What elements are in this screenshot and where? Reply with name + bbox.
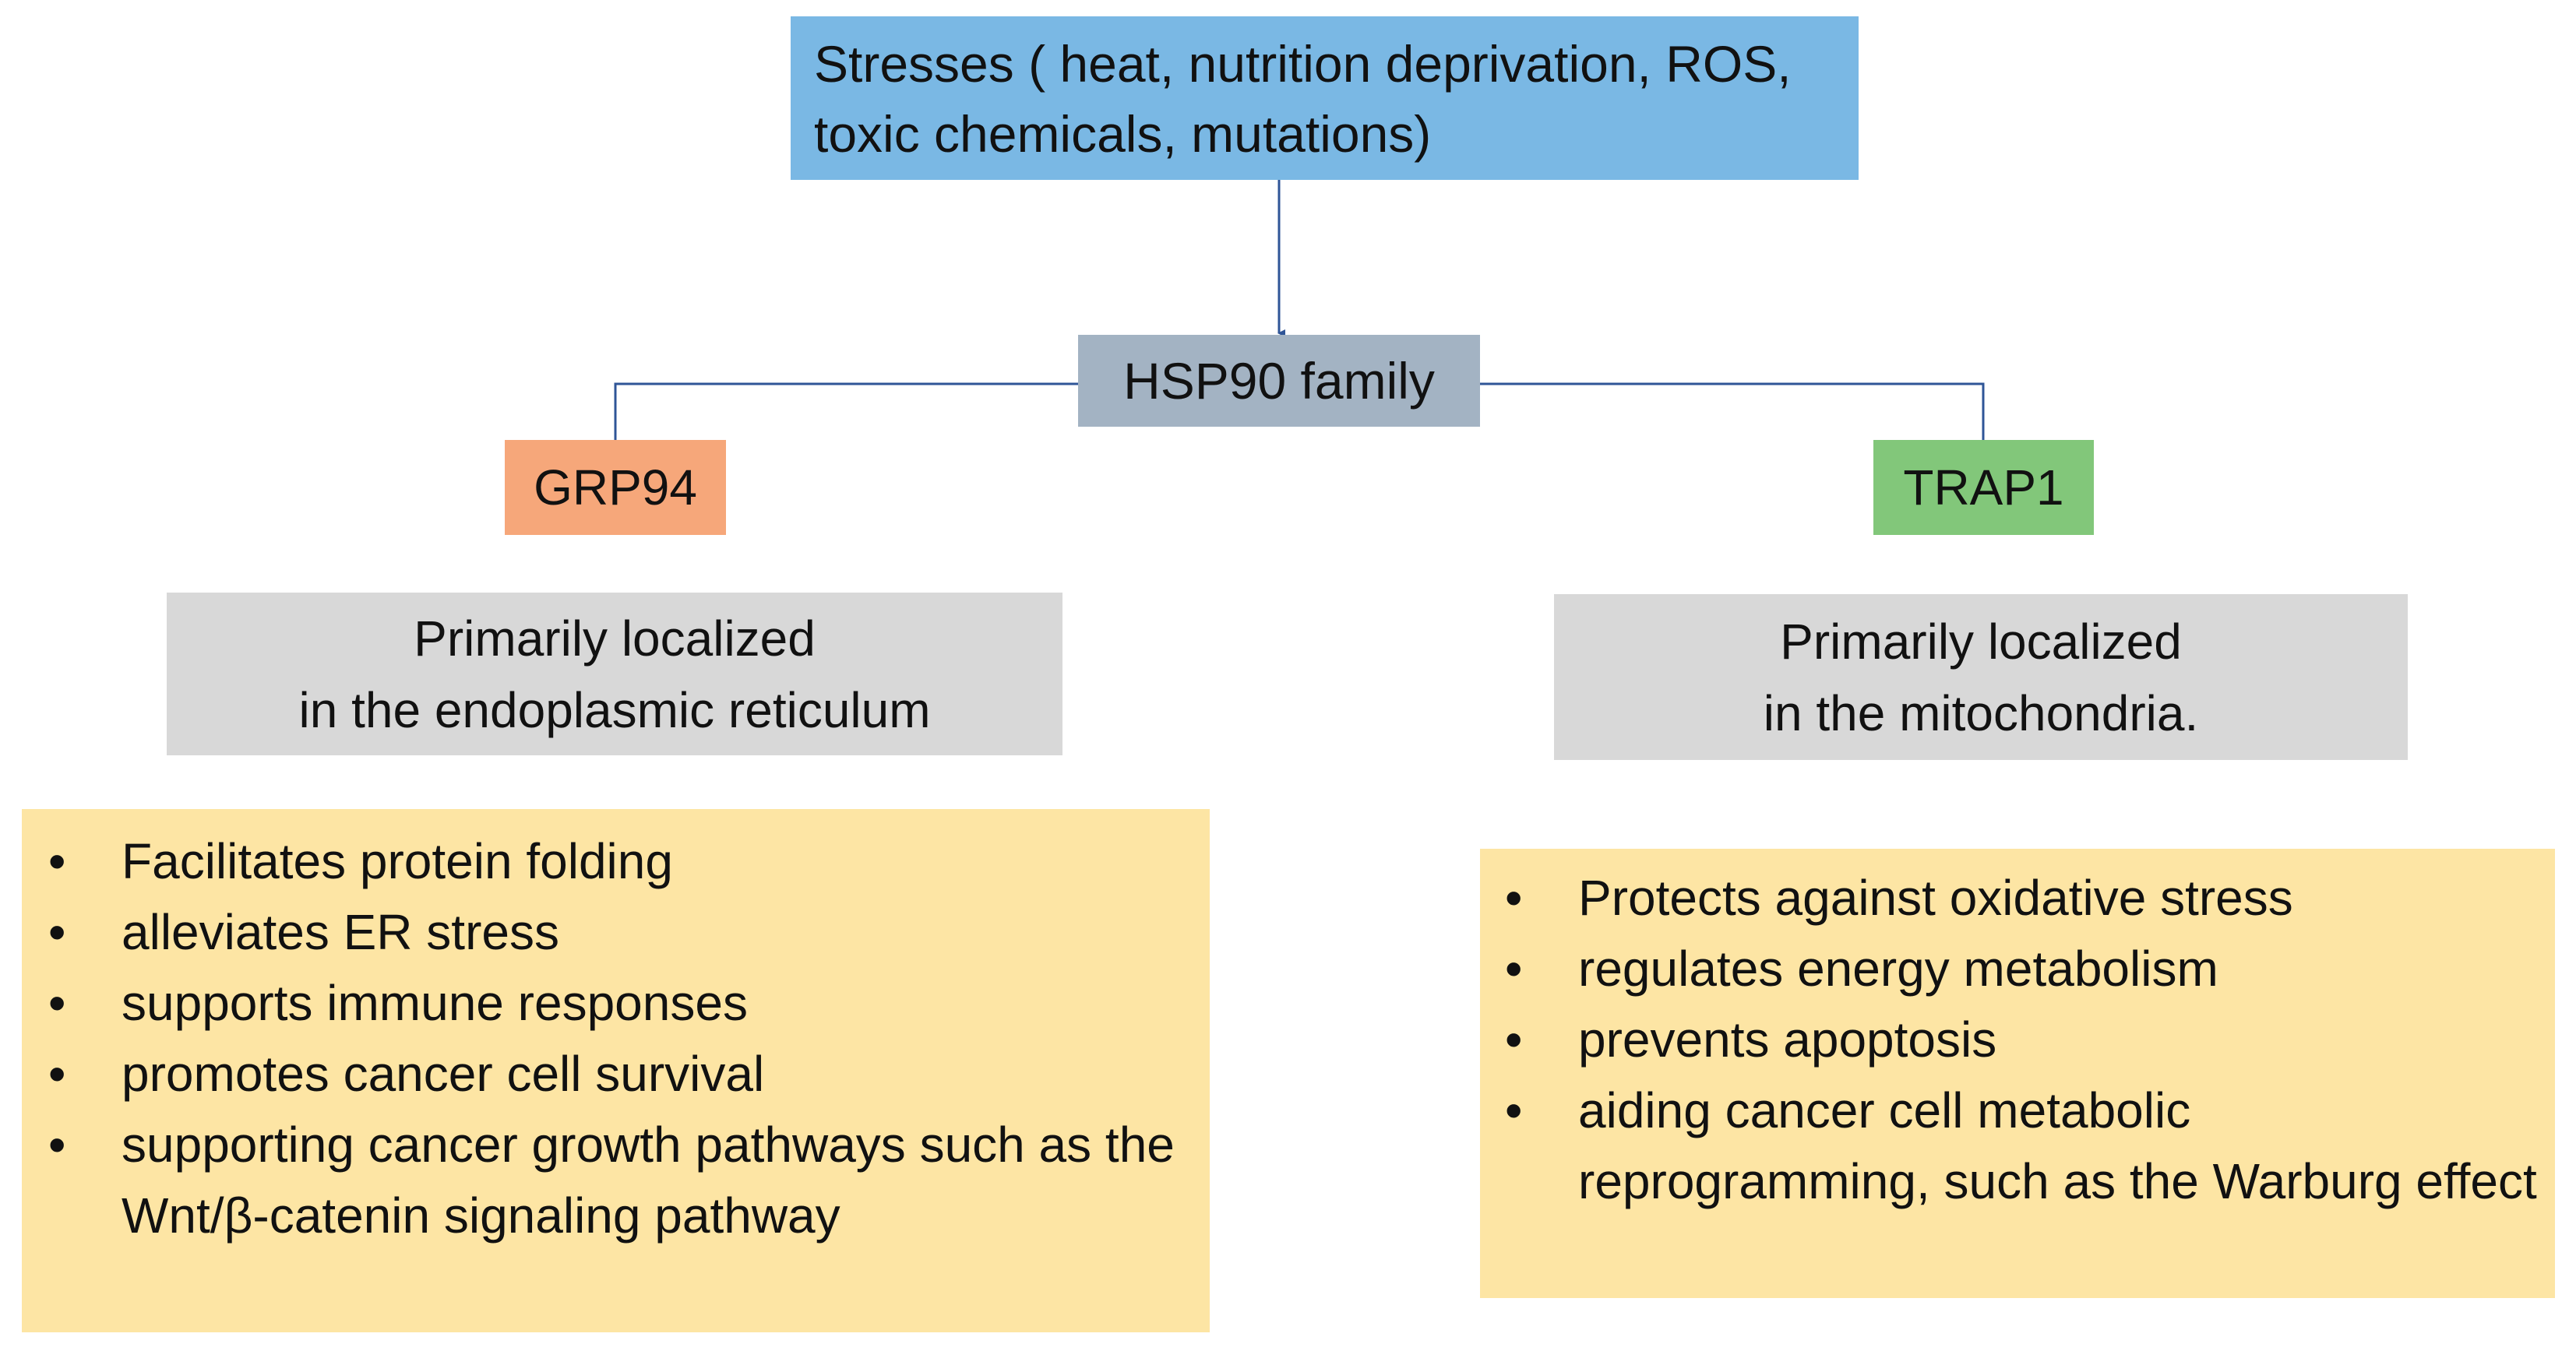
grp94-location-line-2: in the endoplasmic reticulum (298, 681, 931, 738)
stresses-box: Stresses ( heat, nutrition deprivation, … (791, 16, 1859, 180)
grp94-location-line-1: Primarily localized (414, 610, 816, 667)
trap1-box: TRAP1 (1873, 440, 2094, 535)
list-item: regulates energy metabolism (1480, 934, 2539, 1004)
grp94-functions-list: Facilitates protein folding alleviates E… (22, 826, 1194, 1251)
trap1-location-line-1: Primarily localized (1780, 613, 2182, 670)
stresses-line-1: Stresses ( heat, nutrition deprivation, … (814, 35, 1792, 93)
list-item: Protects against oxidative stress (1480, 863, 2539, 934)
grp94-box: GRP94 (505, 440, 726, 535)
grp94-label: GRP94 (534, 459, 697, 515)
list-item: aiding cancer cell metabolic reprogrammi… (1480, 1075, 2539, 1217)
grp94-location-box: Primarily localized in the endoplasmic r… (167, 593, 1062, 755)
hsp90-to-trap1-line (1480, 382, 1985, 440)
trap1-label: TRAP1 (1903, 459, 2064, 515)
stresses-line-2: toxic chemicals, mutations) (814, 105, 1432, 163)
list-item: Facilitates protein folding (22, 826, 1194, 897)
hsp90-to-grp94-line (614, 382, 1078, 440)
trap1-functions-list: Protects against oxidative stress regula… (1480, 863, 2539, 1217)
list-item: supporting cancer growth pathways such a… (22, 1110, 1194, 1251)
list-item: supports immune responses (22, 968, 1194, 1039)
grp94-functions-box: Facilitates protein folding alleviates E… (22, 809, 1210, 1332)
list-item: alleviates ER stress (22, 897, 1194, 968)
hsp90-family-label: HSP90 family (1123, 352, 1435, 410)
trap1-functions-box: Protects against oxidative stress regula… (1480, 849, 2555, 1298)
trap1-location-box: Primarily localized in the mitochondria. (1554, 594, 2408, 760)
hsp90-family-box: HSP90 family (1078, 335, 1480, 427)
list-item: prevents apoptosis (1480, 1004, 2539, 1075)
list-item: promotes cancer cell survival (22, 1039, 1194, 1110)
trap1-location-line-2: in the mitochondria. (1763, 684, 2199, 741)
